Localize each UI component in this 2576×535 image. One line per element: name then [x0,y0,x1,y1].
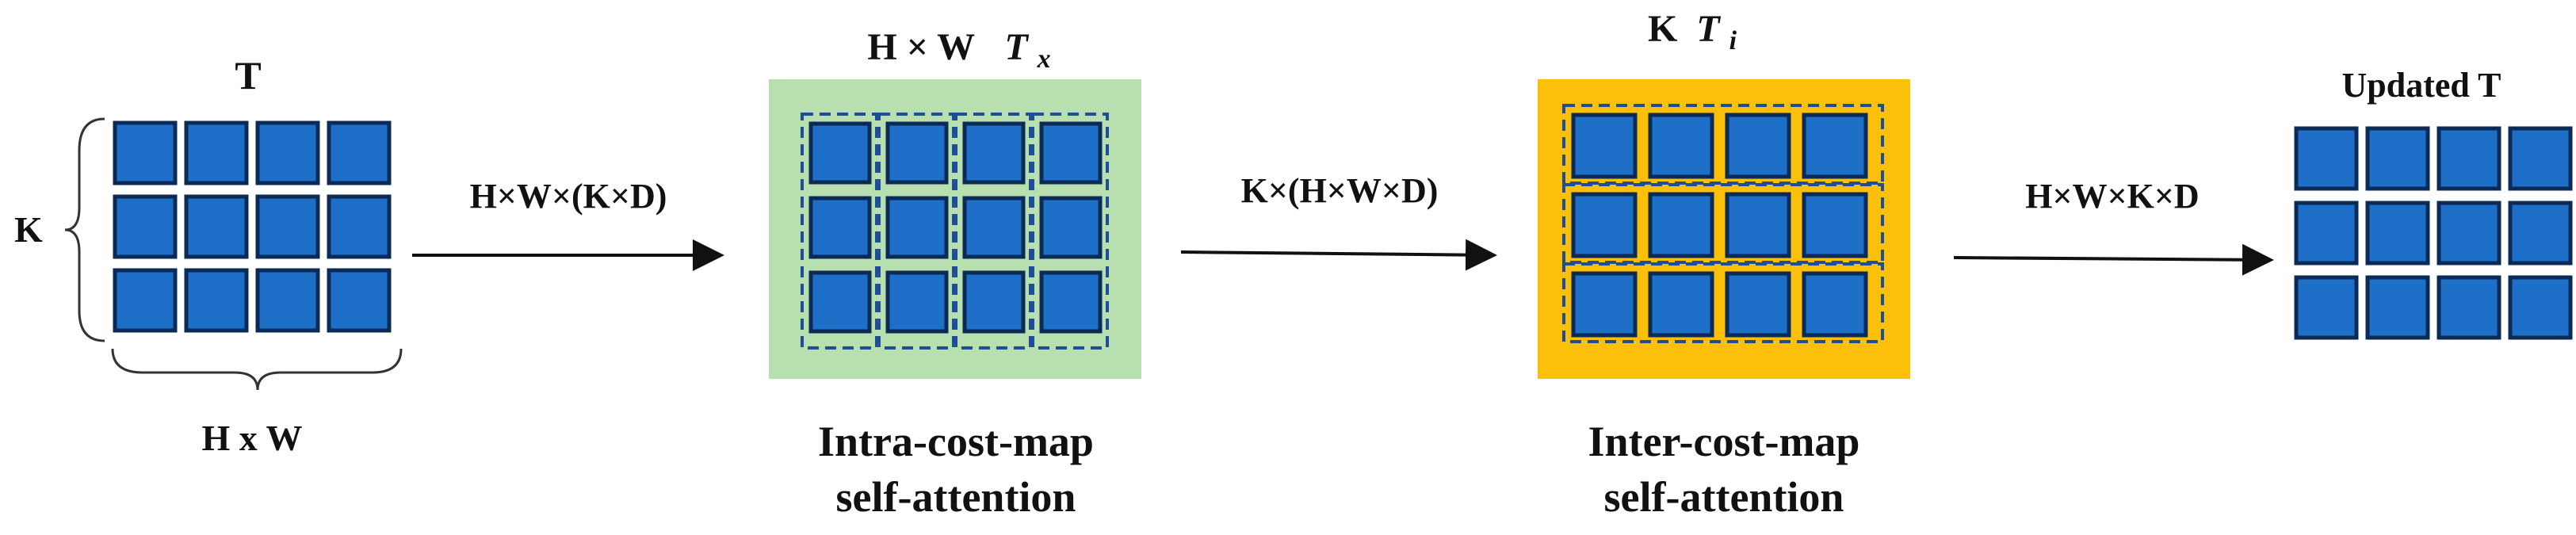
input-cells [113,120,392,333]
inter-row-groups [1562,104,1884,343]
input-cell-r1-c3 [255,120,320,185]
output-cell-r3-c4 [2508,275,2573,340]
inter-row-group-2 [1562,183,1884,264]
inter-row-group-1 [1562,104,1884,185]
inter-stage: K T i Inter-cost-map self-attention [1538,8,1910,521]
intra-cell-r2-c3 [962,196,1026,259]
input-cell-r3-c2 [184,268,249,333]
input-grid-bottom-label: H x W [202,418,303,458]
output-cell-r3-c3 [2436,275,2501,340]
input-grid: T K H x W [14,53,403,458]
inter-cells [1571,113,1868,338]
inter-top-label-subscript: i [1729,26,1737,55]
inter-top-label: K T i [1648,8,1737,55]
input-grid-title: T [235,53,261,97]
inter-cell-r1-c4 [1802,113,1868,179]
inter-cell-r3-c3 [1725,271,1791,338]
output-cell-r1-c1 [2294,126,2359,191]
intra-cell-r1-c4 [1039,121,1103,185]
intra-cell-r1-c1 [808,121,872,185]
arrow-2: K×(H×W×D) [1180,171,1497,271]
inter-top-label-prefix: K [1648,8,1677,50]
input-grid-left-label: K [14,209,43,250]
arrow-1: H×W×(K×D) [412,177,724,271]
inter-caption-line1: Inter-cost-map [1588,418,1860,465]
left-brace [64,117,105,342]
input-cell-r3-c4 [327,268,392,333]
output-cell-r1-c2 [2365,126,2430,191]
output-cell-r2-c2 [2365,201,2430,266]
intra-column-groups [801,113,1109,350]
arrow-2-label: K×(H×W×D) [1241,171,1439,210]
intra-cell-r3-c1 [808,270,872,334]
output-cell-r1-c4 [2508,126,2573,191]
intra-cells [808,121,1103,334]
arrow-2-line [1180,239,1497,271]
intra-top-label: H × W T x [867,26,1050,74]
inter-cell-r1-c3 [1725,113,1791,179]
inter-cell-r2-c3 [1725,192,1791,258]
intra-cell-r2-c4 [1039,196,1103,259]
input-cell-r3-c3 [255,268,320,333]
input-cell-r2-c2 [184,194,249,259]
input-cell-r2-c1 [113,194,178,259]
intra-stage: H × W T x Intra-cost-map self-attention [769,26,1141,521]
intra-top-label-symbol: T [1004,26,1029,68]
inter-cell-r2-c1 [1571,192,1638,258]
intra-cell-r1-c2 [885,121,949,185]
intra-cell-r3-c4 [1039,270,1103,334]
intra-cell-r2-c2 [885,196,949,259]
arrow-3-line [1953,243,2274,276]
output-grid-title: Updated T [2342,66,2501,105]
intra-caption-line1: Intra-cost-map [818,418,1094,465]
inter-cell-r2-c4 [1802,192,1868,258]
output-cell-r1-c3 [2436,126,2501,191]
intra-column-group-3 [954,113,1032,350]
intra-caption-line2: self-attention [836,473,1076,521]
output-cell-r3-c1 [2294,275,2359,340]
input-cell-r1-c1 [113,120,178,185]
intra-cell-r3-c3 [962,270,1026,334]
intra-top-label-prefix: H × W [867,26,975,68]
intra-column-group-2 [877,113,955,350]
inter-row-group-3 [1562,262,1884,343]
arrow-1-label: H×W×(K×D) [470,177,667,216]
inter-caption-line2: self-attention [1604,473,1844,521]
intra-cell-r2-c1 [808,196,872,259]
input-cell-r2-c3 [255,194,320,259]
output-cell-r3-c2 [2365,275,2430,340]
bottom-brace [111,348,403,391]
input-cell-r1-c2 [184,120,249,185]
inter-cell-r1-c1 [1571,113,1638,179]
arrow-3: H×W×K×D [1953,177,2274,276]
inter-top-label-symbol: T [1696,8,1721,50]
output-cell-r2-c4 [2508,201,2573,266]
output-grid: Updated T [2294,66,2573,340]
inter-cell-r3-c4 [1802,271,1868,338]
intra-column-group-4 [1031,113,1109,350]
intra-top-label-subscript: x [1037,44,1051,74]
inter-cell-r3-c2 [1648,271,1714,338]
input-cell-r2-c4 [327,194,392,259]
intra-cell-r3-c2 [885,270,949,334]
output-cell-r2-c1 [2294,201,2359,266]
output-cell-r2-c3 [2436,201,2501,266]
input-cell-r3-c1 [113,268,178,333]
input-cell-r1-c4 [327,120,392,185]
inter-cell-r2-c2 [1648,192,1714,258]
intra-cell-r1-c3 [962,121,1026,185]
arrow-3-label: H×W×K×D [2025,177,2199,216]
output-cells [2294,126,2573,340]
inter-cell-r1-c2 [1648,113,1714,179]
inter-cell-r3-c1 [1571,271,1638,338]
intra-column-group-1 [801,113,878,350]
